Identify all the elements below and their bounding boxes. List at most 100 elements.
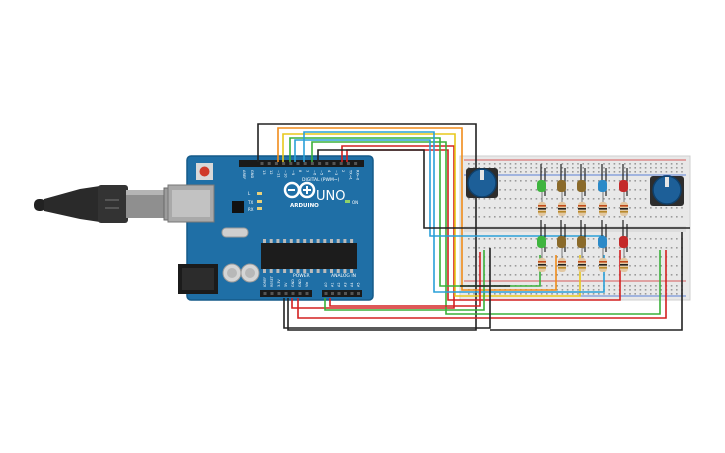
wire-green-3 bbox=[324, 250, 485, 311]
analog-header-label: ANALOG IN bbox=[331, 273, 356, 279]
wire-green-1 bbox=[289, 137, 541, 287]
digital-pin[interactable] bbox=[296, 162, 300, 165]
digital-pin-label: 2 bbox=[341, 170, 345, 172]
analog-pin[interactable] bbox=[331, 292, 334, 295]
digital-pin-label: TX→1 bbox=[348, 169, 352, 180]
led[interactable] bbox=[619, 236, 628, 248]
reset-button[interactable] bbox=[199, 166, 210, 177]
digital-pin[interactable] bbox=[325, 162, 329, 165]
wire-red-3 bbox=[297, 250, 667, 319]
digital-pin[interactable] bbox=[332, 162, 336, 165]
power-pin[interactable] bbox=[305, 292, 309, 295]
analog-pin-label: A0 bbox=[324, 283, 328, 287]
wire-red-2 bbox=[346, 149, 621, 301]
digital-pin[interactable] bbox=[260, 162, 264, 165]
power-pin-label: 3.3V bbox=[277, 279, 281, 287]
digital-pin-label: 12 bbox=[269, 170, 273, 175]
analog-header[interactable] bbox=[322, 290, 362, 297]
digital-pin[interactable] bbox=[318, 162, 322, 165]
digital-pin-label: 4 bbox=[327, 170, 331, 173]
analog-pin[interactable] bbox=[344, 292, 347, 295]
gnd-label: GND bbox=[250, 170, 254, 178]
rx-label: RX bbox=[248, 207, 254, 212]
digital-pin[interactable] bbox=[289, 162, 293, 165]
led[interactable] bbox=[557, 236, 566, 248]
brand-label: ARDUINO bbox=[290, 203, 319, 209]
digital-pin-label: 8 bbox=[298, 170, 302, 173]
wire-red-4 bbox=[329, 252, 481, 307]
power-pin-label: GND bbox=[298, 279, 302, 287]
power-pin[interactable] bbox=[298, 292, 302, 295]
wire-blue bbox=[303, 131, 605, 293]
wire-black-5 bbox=[490, 232, 683, 331]
digital-pin-label: ~6 bbox=[312, 170, 316, 176]
on-label: ON bbox=[352, 200, 358, 205]
digital-pin-label: RX←0 bbox=[356, 170, 360, 181]
l-label: L bbox=[248, 191, 251, 196]
digital-pin-label: ~5 bbox=[320, 170, 324, 175]
analog-pin-label: A2 bbox=[337, 283, 341, 287]
wire-black-2 bbox=[317, 149, 690, 229]
power-pin-label: Vin bbox=[305, 282, 309, 287]
power-pin-label: IOREF bbox=[263, 277, 267, 287]
analog-pin[interactable] bbox=[324, 292, 328, 295]
led[interactable] bbox=[619, 180, 628, 192]
led[interactable] bbox=[557, 180, 566, 192]
led-array[interactable] bbox=[537, 164, 628, 272]
analog-pin-label: A5 bbox=[357, 283, 361, 287]
power-pin[interactable] bbox=[284, 292, 288, 295]
led[interactable] bbox=[537, 180, 546, 192]
digital-pin[interactable] bbox=[310, 162, 314, 165]
led[interactable] bbox=[598, 236, 607, 248]
power-pin-label: GND bbox=[291, 279, 295, 287]
power-pin-label: RESET bbox=[270, 275, 274, 287]
power-header-label: POWER bbox=[293, 273, 310, 279]
led[interactable] bbox=[577, 180, 586, 192]
wires[interactable] bbox=[257, 123, 690, 331]
digital-pin[interactable] bbox=[346, 162, 350, 165]
digital-pin[interactable] bbox=[339, 162, 343, 165]
analog-pin-label: A4 bbox=[350, 283, 354, 287]
model-label: UNO bbox=[316, 189, 345, 204]
digital-pin-label: ~10 bbox=[284, 170, 288, 178]
wire-yellow bbox=[282, 133, 581, 297]
digital-header-label: DIGITAL (PWM~) bbox=[302, 177, 340, 183]
analog-pin[interactable] bbox=[337, 292, 341, 295]
digital-pin[interactable] bbox=[354, 162, 358, 165]
wire-orange bbox=[277, 127, 557, 291]
digital-pin-label: ~11 bbox=[276, 170, 280, 178]
digital-pin-label: 7 bbox=[305, 170, 309, 172]
digital-pin-label: ~9 bbox=[291, 170, 295, 176]
digital-pin[interactable] bbox=[274, 162, 278, 165]
analog-pin[interactable] bbox=[350, 292, 354, 295]
power-pin[interactable] bbox=[291, 292, 295, 295]
power-pin[interactable] bbox=[270, 292, 274, 295]
digital-pin[interactable] bbox=[282, 162, 286, 165]
potentiometer-right[interactable] bbox=[650, 175, 684, 206]
led[interactable] bbox=[537, 236, 546, 248]
arduino-logo-icon bbox=[283, 181, 316, 199]
power-pin[interactable] bbox=[263, 292, 267, 295]
on-led bbox=[345, 200, 350, 203]
digital-pin[interactable] bbox=[267, 162, 271, 165]
digital-pin[interactable] bbox=[303, 162, 307, 165]
wire-blue-2 bbox=[294, 139, 604, 237]
arduino-uno-board[interactable]: ARDUINO UNO DIGITAL (PWM~) POWER ANALOG … bbox=[167, 155, 374, 301]
potentiometer-left[interactable] bbox=[466, 168, 498, 198]
analog-pin-label: A1 bbox=[331, 283, 335, 287]
atmega-chip bbox=[261, 243, 357, 269]
digital-pin-label: 13 bbox=[262, 170, 266, 175]
led[interactable] bbox=[577, 236, 586, 248]
tx-label: TX bbox=[247, 200, 253, 205]
digital-pin-label: ~3 bbox=[334, 170, 338, 175]
power-pin[interactable] bbox=[277, 292, 281, 295]
wire-black-gnd bbox=[257, 123, 477, 331]
analog-pin-label: A3 bbox=[344, 283, 348, 287]
wire-red-1 bbox=[291, 145, 455, 309]
led[interactable] bbox=[598, 180, 607, 192]
power-pin-label: 5V bbox=[284, 282, 288, 287]
analog-pin[interactable] bbox=[357, 292, 360, 295]
aref-label: AREF bbox=[242, 170, 246, 179]
digital-header[interactable] bbox=[239, 160, 364, 167]
